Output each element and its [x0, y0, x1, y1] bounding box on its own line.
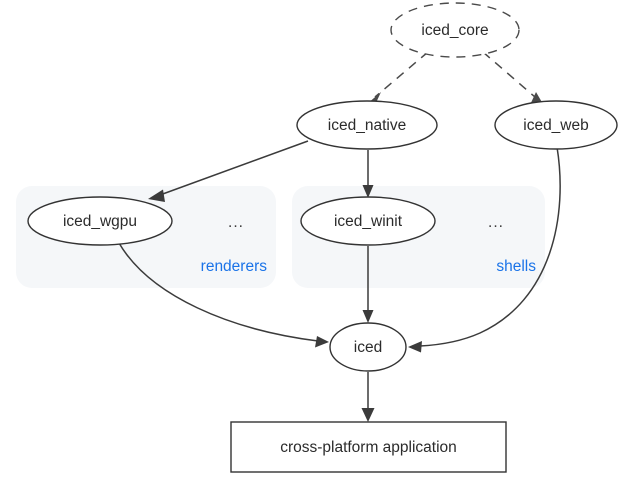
node-iced-wgpu-shape[interactable]	[27, 196, 173, 246]
node-iced-winit-shape[interactable]	[300, 196, 436, 246]
edge-web-to-iced-arrowhead	[408, 341, 422, 353]
node-iced-core-shape[interactable]	[390, 2, 520, 58]
cluster-shells-label: shells	[496, 258, 536, 275]
node-iced-web-shape[interactable]	[494, 100, 618, 150]
node-iced[interactable]: iced	[329, 322, 407, 372]
edge-iced-to-app	[361, 372, 375, 422]
cluster-renderers-label: renderers	[201, 258, 268, 275]
edge-core-to-native	[367, 51, 429, 106]
node-iced-native-shape[interactable]	[296, 100, 438, 150]
edge-wgpu-to-iced-arrowhead	[315, 336, 329, 348]
node-iced-web-label: iced_web	[523, 117, 589, 134]
edge-native-to-winit	[362, 150, 374, 198]
node-iced-native[interactable]: iced_native	[296, 100, 438, 150]
edge-winit-to-iced-arrowhead	[362, 310, 374, 323]
shells-ellipsis-label: ...	[488, 214, 504, 231]
edge-native-to-wgpu-line	[159, 140, 309, 196]
edge-iced-to-app-arrowhead	[361, 408, 375, 422]
node-application-label: cross-platform application	[280, 439, 457, 456]
node-iced-wgpu-label: iced_wgpu	[63, 213, 137, 230]
node-iced-wgpu[interactable]: iced_wgpu	[27, 196, 173, 246]
edge-web-to-iced-line	[419, 146, 561, 347]
node-application[interactable]: cross-platform application	[230, 421, 507, 473]
node-iced-winit[interactable]: iced_winit	[300, 196, 436, 246]
edge-winit-to-iced	[362, 246, 374, 323]
edge-wgpu-to-iced-line	[118, 242, 319, 342]
node-application-shape[interactable]	[230, 421, 507, 473]
edge-core-to-native-line	[374, 51, 429, 98]
node-iced-winit-label: iced_winit	[334, 213, 403, 230]
edge-native-to-wgpu-arrowhead	[148, 189, 165, 202]
edge-native-to-winit-arrowhead	[362, 185, 374, 198]
edge-wgpu-to-iced	[118, 242, 329, 348]
node-iced-shape[interactable]	[329, 322, 407, 372]
node-iced-core-label: iced_core	[421, 22, 488, 39]
edge-core-to-web-line	[482, 51, 536, 98]
edge-native-to-wgpu	[148, 140, 309, 202]
edge-core-to-web	[482, 51, 543, 106]
node-iced-web[interactable]: iced_web	[494, 100, 618, 150]
edge-web-to-iced	[408, 146, 561, 353]
renderers-ellipsis-label: ...	[228, 214, 244, 231]
node-iced-label: iced	[354, 339, 382, 356]
node-iced-native-label: iced_native	[328, 117, 406, 134]
node-iced-core[interactable]: iced_core	[390, 2, 520, 58]
